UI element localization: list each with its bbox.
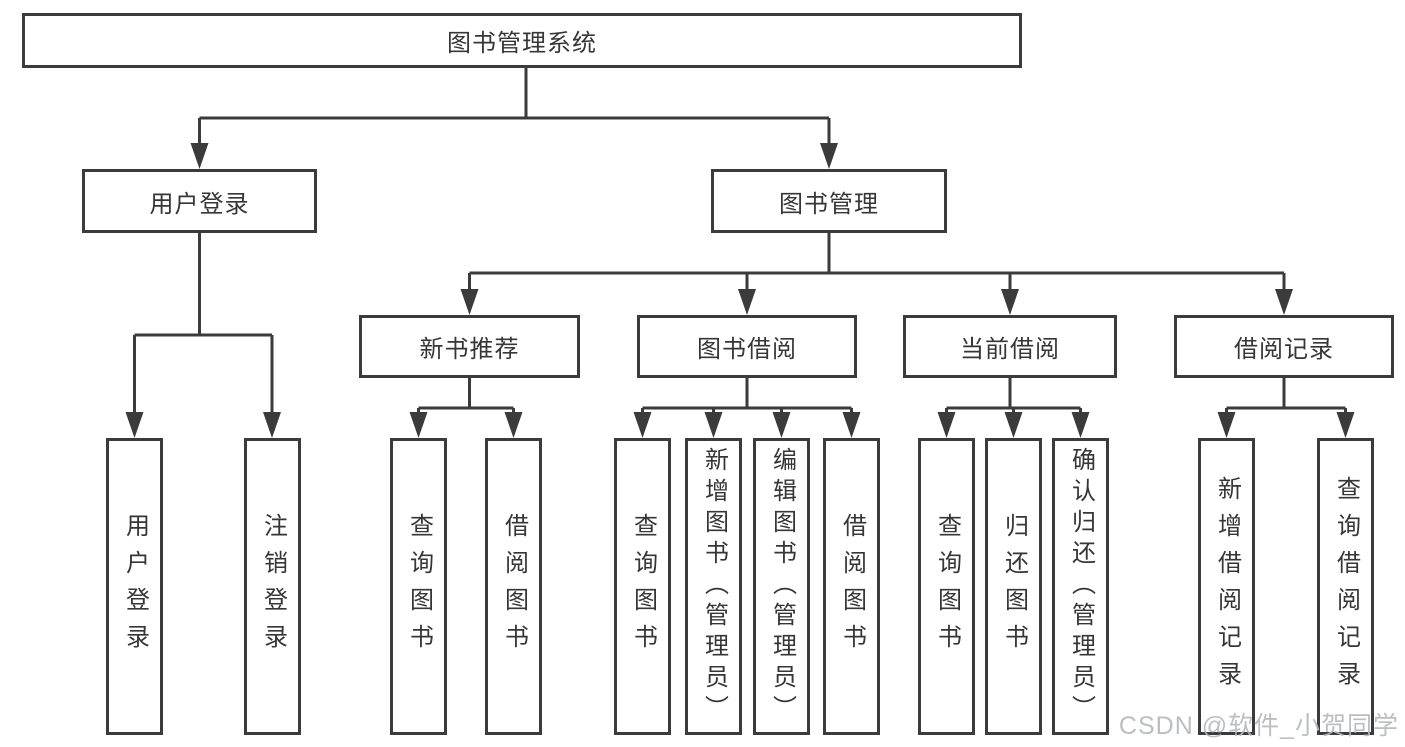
node-root: 图书管理系统 [22,13,1022,68]
arrow-down [738,289,756,315]
arrow-down [460,289,479,315]
leaf-return-books-label: 归还图书 [1000,512,1028,661]
connector-root-to-level2 [198,68,831,146]
leaf-query-books-2: 查询图书 [614,438,671,735]
arrow-down [1001,289,1019,315]
arrow-down [1004,412,1023,438]
arrow-down [1336,412,1355,438]
leaf-borrow-books-2-label: 借阅图书 [838,512,866,661]
connector-current-borrow-children [945,378,1082,415]
arrow-down [842,412,861,438]
leaf-borrow-books-1: 借阅图书 [485,438,542,735]
arrow-down [1275,289,1293,315]
leaf-query-borrow-record-label: 查询借阅记录 [1332,475,1360,698]
leaf-query-books-3: 查询图书 [918,438,975,735]
arrow-down [820,143,838,169]
arrow-down [125,412,144,438]
leaf-logout: 注销登录 [244,438,301,735]
node-new-book-recommend: 新书推荐 [359,315,580,378]
leaf-query-books-2-label: 查询图书 [629,512,657,661]
arrow-down [633,412,652,438]
node-user-login: 用户登录 [82,169,317,233]
leaf-edit-books-admin: 编辑图书（管理员） [753,438,810,735]
arrow-down [772,412,791,438]
connector-new-books-children [417,378,515,415]
leaf-user-login: 用户登录 [106,438,163,735]
node-current-borrowing-label: 当前借阅 [960,336,1060,363]
csdn-watermark: CSDN @软件_小贺同学 [1118,712,1399,740]
leaf-return-books: 归还图书 [985,438,1042,735]
connector-book-borrow-children [641,378,853,415]
leaf-add-borrow-record: 新增借阅记录 [1198,438,1255,735]
node-new-book-recommend-label: 新书推荐 [419,336,520,363]
leaf-user-login-label: 用户登录 [121,512,149,661]
leaf-query-books-1: 查询图书 [390,438,447,735]
connector-book-mgmt-children [468,233,1286,292]
arrow-down [504,412,523,438]
connector-borrow-records-children [1225,378,1347,415]
leaf-edit-books-admin-label: 编辑图书（管理员） [768,447,796,726]
leaf-query-books-3-label: 查询图书 [933,512,961,661]
node-user-login-label: 用户登录 [149,190,250,218]
leaf-confirm-return-admin: 确认归还（管理员） [1052,438,1109,735]
leaf-confirm-return-admin-label: 确认归还（管理员） [1067,447,1095,726]
leaf-logout-label: 注销登录 [259,512,287,661]
arrow-down [1217,412,1236,438]
node-book-management: 图书管理 [711,169,947,233]
node-current-borrowing: 当前借阅 [903,315,1117,378]
arrow-down [263,412,281,438]
node-borrowing-records-label: 借阅记录 [1234,336,1334,363]
leaf-query-borrow-record: 查询借阅记录 [1317,438,1374,735]
leaf-query-books-1-label: 查询图书 [405,512,433,661]
leaf-add-books-admin-label: 新增图书（管理员） [700,447,728,726]
node-book-borrowing: 图书借阅 [637,315,857,378]
leaf-borrow-books-1-label: 借阅图书 [500,512,528,661]
node-book-management-label: 图书管理 [779,190,879,218]
connector-user-login-children [133,233,274,415]
node-root-label: 图书管理系统 [447,30,597,57]
arrow-down [937,412,956,438]
node-book-borrowing-label: 图书借阅 [697,336,797,363]
leaf-add-books-admin: 新增图书（管理员） [685,438,742,735]
arrow-down [190,143,209,169]
leaf-add-borrow-record-label: 新增借阅记录 [1213,475,1241,698]
arrow-down [409,412,428,438]
node-borrowing-records: 借阅记录 [1174,315,1394,378]
arrow-down [1071,412,1090,438]
arrow-down [704,412,723,438]
leaf-borrow-books-2: 借阅图书 [823,438,880,735]
